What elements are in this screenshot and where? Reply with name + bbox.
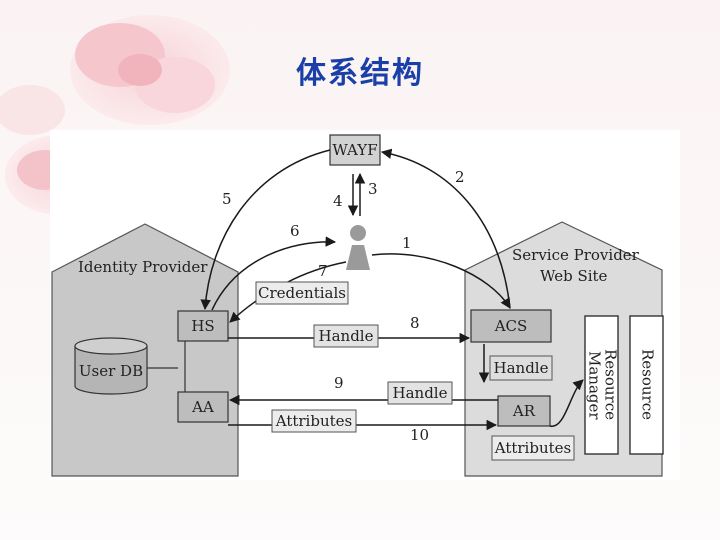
hs-box (177, 310, 229, 342)
resource-manager-label: Resource Manager (585, 349, 620, 421)
service-provider-label-line2: Web Site (540, 267, 608, 285)
attributes-tag-10-label: Attributes (275, 412, 353, 430)
ar-label: AR (512, 402, 536, 420)
handle-tag-9 (387, 381, 453, 405)
handle-tag-8-label: Handle (318, 327, 374, 345)
step-number-3: 3 (368, 180, 378, 198)
user-figure-icon (346, 225, 370, 270)
step-number-9: 9 (334, 374, 344, 392)
step-number-6: 6 (290, 222, 300, 240)
credentials-tag (255, 281, 349, 305)
step-number-4: 4 (333, 192, 343, 210)
wayf-label: WAYF (332, 141, 378, 159)
attributes-tag-ar (491, 435, 575, 461)
resource-label: Resource (638, 349, 657, 421)
arrow-step-5 (200, 149, 331, 311)
step-number-5: 5 (222, 190, 232, 208)
architecture-diagram: WAYF Identity Provider Service Provider … (50, 130, 680, 480)
arrow-step-1 (371, 253, 511, 309)
step-number-10: 10 (410, 426, 430, 444)
diagram-canvas (50, 130, 680, 480)
credentials-tag-label: Credentials (258, 284, 346, 302)
aa-box (177, 391, 229, 423)
slide-title: 体系结构 (296, 56, 424, 91)
handle-tag-8 (313, 324, 379, 348)
aa-label: AA (192, 398, 214, 416)
user-db-label: User DB (78, 362, 144, 380)
identity-provider-label: Identity Provider (78, 258, 208, 276)
ar-box (497, 395, 551, 427)
handle-tag-acs (489, 355, 553, 381)
user-db-cylinder (74, 337, 148, 395)
step-number-1: 1 (402, 234, 412, 252)
resource-box (629, 315, 664, 455)
attributes-tag-10 (271, 409, 357, 433)
step-number-8: 8 (410, 314, 420, 332)
attributes-tag-ar-label: Attributes (494, 439, 572, 457)
hs-label: HS (191, 317, 215, 335)
step-number-7: 7 (318, 262, 328, 280)
handle-tag-acs-label: Handle (493, 359, 549, 377)
handle-tag-9-label: Handle (392, 384, 448, 402)
service-provider-label: Service Provider (512, 246, 639, 264)
step-number-2: 2 (455, 168, 465, 186)
arrow-step-2 (380, 148, 511, 309)
arrow-step-6 (211, 236, 337, 311)
arrow-ar-to-resource-manager (549, 379, 584, 427)
acs-box (470, 309, 552, 343)
acs-label: ACS (494, 317, 528, 335)
resource-manager-box (584, 315, 619, 455)
